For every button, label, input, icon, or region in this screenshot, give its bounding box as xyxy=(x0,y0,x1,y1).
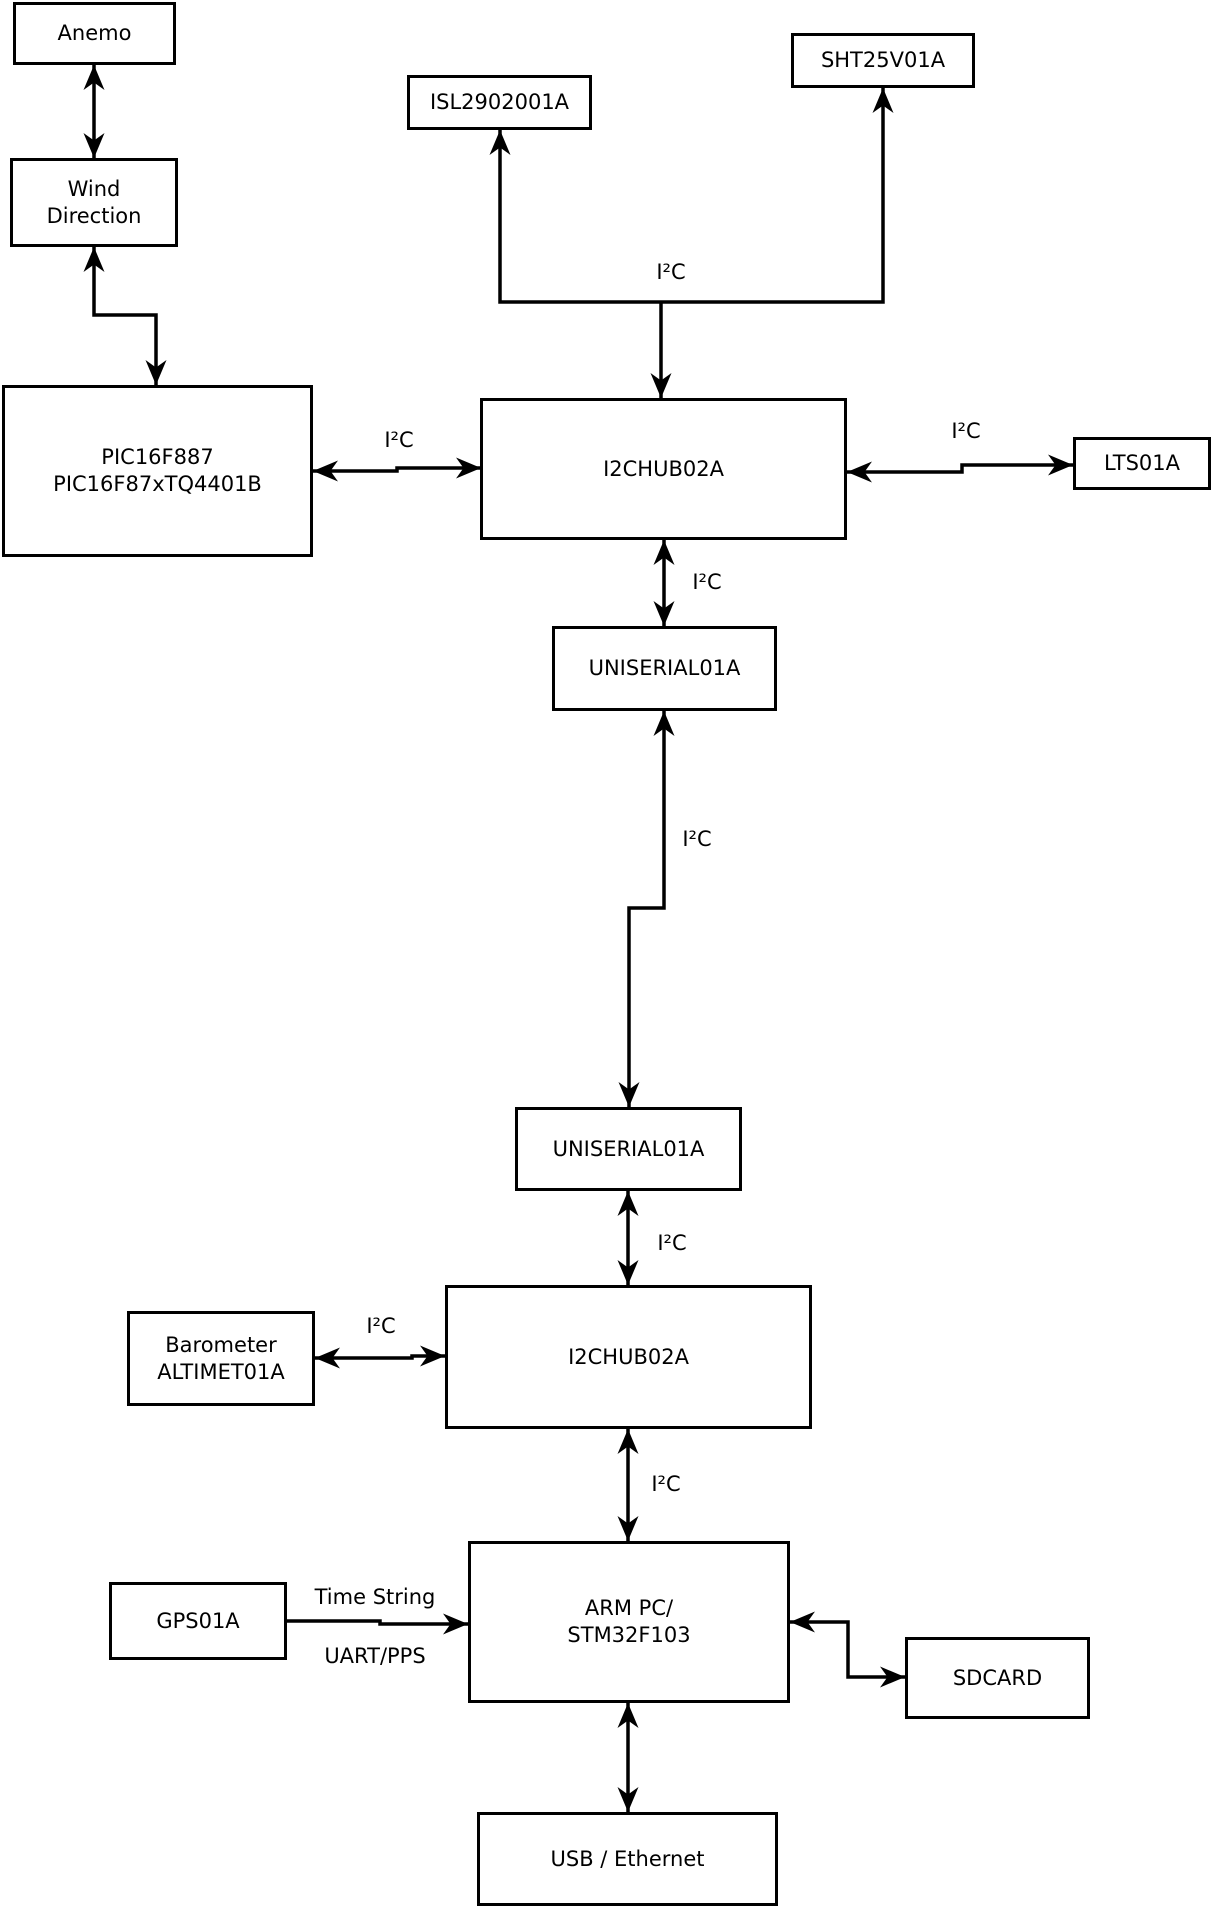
node-uniserial01a-2: UNISERIAL01A xyxy=(515,1107,742,1191)
edge-label-i2c-uniserial-link: I²C xyxy=(682,827,712,851)
connector-hub1-lts-i2c xyxy=(847,454,1073,483)
node-barometer-line2: ALTIMET01A xyxy=(157,1359,285,1384)
node-gps01a: GPS01A xyxy=(109,1582,287,1660)
connector-barometer-hub2-i2c xyxy=(315,1345,445,1369)
node-sdcard-label: SDCARD xyxy=(952,1665,1043,1690)
node-pic16f887: PIC16F887 PIC16F87xTQ4401B xyxy=(2,385,313,557)
node-anemo: Anemo xyxy=(13,2,176,65)
connector-pic-hub1-i2c xyxy=(313,457,481,482)
edge-label-i2c-uniserial2-hub2: I²C xyxy=(657,1231,687,1255)
edge-label-uart-pps: UART/PPS xyxy=(324,1644,426,1668)
connector-arm-sdcard xyxy=(790,1611,905,1688)
node-wind-direction-line2: Direction xyxy=(46,203,142,228)
node-anemo-label: Anemo xyxy=(57,21,132,45)
node-sht25v01a: SHT25V01A xyxy=(791,33,975,88)
node-i2chub02a-1-label: I2CHUB02A xyxy=(603,456,724,481)
edge-label-i2c-pic-hub1: I²C xyxy=(384,428,414,452)
node-arm-pc-line2: STM32F103 xyxy=(567,1623,691,1647)
node-wind-direction-line1: Wind xyxy=(67,176,121,201)
node-uniserial01a-1-label: UNISERIAL01A xyxy=(588,656,741,680)
node-arm-pc-stm32f103: ARM PC/ STM32F103 xyxy=(468,1541,790,1703)
edge-label-i2c-baro-hub2: I²C xyxy=(366,1314,396,1338)
node-sht25v01a-label: SHT25V01A xyxy=(820,48,946,72)
node-lts01a-label: LTS01A xyxy=(1103,451,1181,475)
node-i2chub02a-1: I2CHUB02A xyxy=(480,398,847,540)
connector-gps-arm-uart xyxy=(287,1613,468,1635)
node-pic16f887-line2: PIC16F87xTQ4401B xyxy=(53,472,262,496)
connector-uniserial1-uniserial2-i2c xyxy=(618,711,675,1107)
node-isl2902001a-label: ISL2902001A xyxy=(429,90,570,114)
edge-label-i2c-hub2-arm: I²C xyxy=(651,1472,681,1496)
node-i2chub02a-2-label: I2CHUB02A xyxy=(568,1344,689,1369)
node-pic16f887-line1: PIC16F887 xyxy=(101,445,214,469)
edge-label-i2c-sensor-bus: I²C xyxy=(656,260,686,284)
edge-label-time-string: Time String xyxy=(314,1585,436,1609)
node-uniserial01a-1: UNISERIAL01A xyxy=(552,626,777,711)
node-usb-ethernet: USB / Ethernet xyxy=(477,1812,778,1906)
node-gps01a-label: GPS01A xyxy=(156,1608,240,1633)
node-uniserial01a-2-label: UNISERIAL01A xyxy=(552,1136,705,1161)
connector-winddirection-pic xyxy=(83,247,167,385)
edge-label-i2c-hub1-lts: I²C xyxy=(951,419,981,443)
node-usb-ethernet-label: USB / Ethernet xyxy=(550,1846,705,1871)
node-wind-direction: Wind Direction xyxy=(10,158,178,247)
node-lts01a: LTS01A xyxy=(1073,437,1211,490)
node-sdcard: SDCARD xyxy=(905,1637,1090,1719)
node-isl2902001a: ISL2902001A xyxy=(407,75,592,130)
node-barometer-line1: Barometer xyxy=(165,1332,277,1357)
node-barometer-altimet01a: Barometer ALTIMET01A xyxy=(127,1311,315,1406)
node-i2chub02a-2: I2CHUB02A xyxy=(445,1285,812,1429)
node-arm-pc-line1: ARM PC/ xyxy=(584,1596,674,1620)
edge-label-i2c-hub1-uniserial1: I²C xyxy=(692,570,722,594)
